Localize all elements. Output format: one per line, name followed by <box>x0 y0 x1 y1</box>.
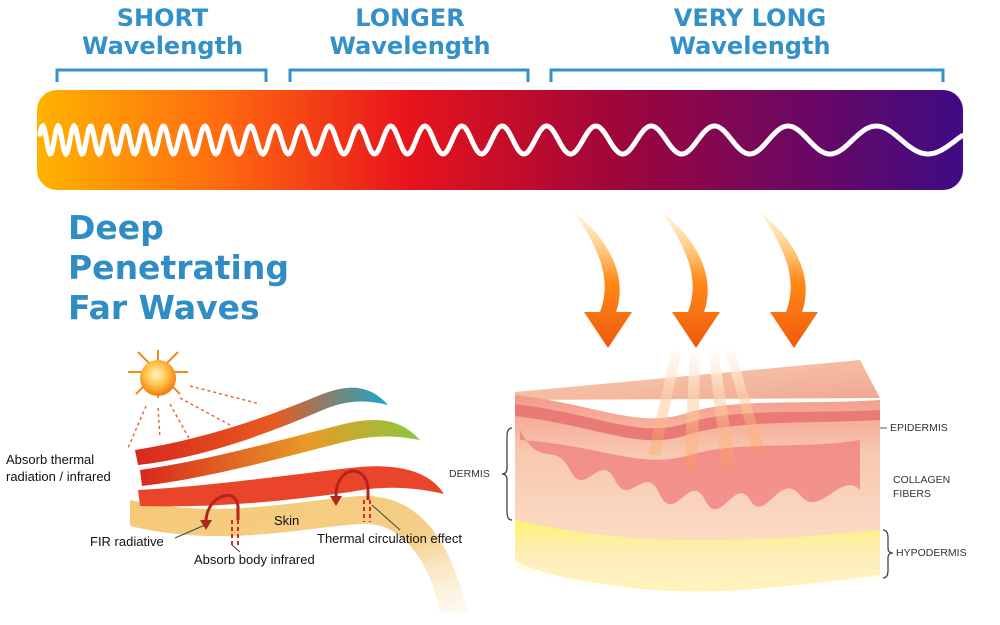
bracket-very-long <box>549 68 945 82</box>
hypodermis-bracket <box>882 529 894 579</box>
absorb-pointer <box>231 544 241 553</box>
radiation-arrows <box>127 385 261 449</box>
header-short-line1: SHORT <box>116 4 209 32</box>
label-fir-radiative: FIR radiative <box>90 534 164 549</box>
header-very-long: VERY LONG Wavelength <box>620 4 880 60</box>
header-very-long-line1: VERY LONG <box>673 4 827 32</box>
header-longer-line2: Wavelength <box>329 32 491 60</box>
title-line3: Far Waves <box>68 288 260 327</box>
label-absorb-thermal-line2: radiation / infrared <box>6 469 111 484</box>
label-absorb-thermal-line1: Absorb thermal <box>6 452 95 467</box>
label-absorb-body: Absorb body infrared <box>194 552 315 567</box>
circulation-arrow-icon <box>334 469 370 500</box>
label-epidermis: EPIDERMIS <box>890 422 948 434</box>
thermal-band-2 <box>140 419 420 486</box>
wavelength-wave <box>37 122 965 158</box>
header-very-long-line2: Wavelength <box>669 32 831 60</box>
skin-band <box>130 495 468 612</box>
light-beam-2 <box>684 348 700 470</box>
thermal-band-3 <box>138 466 444 507</box>
wavelength-brackets <box>55 68 945 82</box>
heat-arrows <box>574 212 818 348</box>
label-skin: Skin <box>274 513 300 528</box>
fir-arrow-icon <box>204 493 240 523</box>
heat-arrow-2-icon <box>662 212 720 348</box>
label-thermal-circulation: Thermal circulation effect <box>317 531 462 546</box>
light-beam-3 <box>708 348 736 470</box>
label-hypodermis: HYPODERMIS <box>896 547 967 559</box>
circulation-pointer <box>371 504 401 531</box>
label-collagen-line1: COLLAGEN <box>893 474 951 486</box>
header-longer: LONGER Wavelength <box>300 4 520 60</box>
skin-cross-section <box>501 348 894 596</box>
label-collagen: COLLAGEN FIBERS <box>893 473 950 501</box>
fir-pointer <box>174 524 206 539</box>
heat-arrow-1-icon <box>574 212 632 348</box>
label-dermis: DERMIS <box>449 468 490 480</box>
title-line2: Penetrating <box>68 248 289 287</box>
thermal-band-1 <box>135 387 388 465</box>
hypodermis-layer <box>515 520 880 596</box>
light-beam-1 <box>648 348 682 455</box>
light-beam-4 <box>724 348 766 455</box>
left-infrared-diagram <box>127 350 468 612</box>
label-collagen-line2: FIBERS <box>893 488 931 500</box>
page-title: Deep Penetrating Far Waves <box>68 208 289 328</box>
dermis-bracket <box>501 427 513 521</box>
bracket-short <box>55 68 268 82</box>
heat-arrow-3-icon <box>760 212 818 348</box>
bracket-longer <box>288 68 530 82</box>
spectrum-bar <box>37 90 963 190</box>
header-short: SHORT Wavelength <box>60 4 265 60</box>
header-longer-line1: LONGER <box>355 4 465 32</box>
header-short-line2: Wavelength <box>81 32 244 60</box>
sun-icon <box>140 360 176 396</box>
title-line1: Deep <box>68 208 164 247</box>
label-absorb-thermal: Absorb thermal radiation / infrared <box>6 451 111 485</box>
